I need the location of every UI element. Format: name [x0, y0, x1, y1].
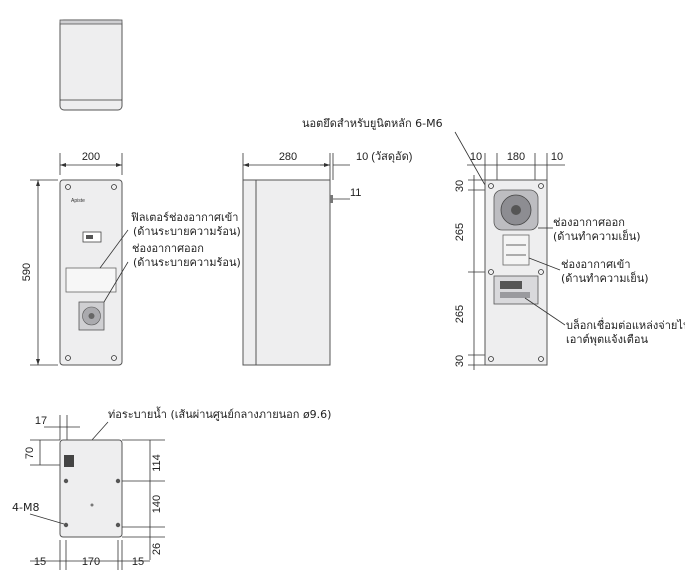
front-outlet-label-2: (ด้านระบายความร้อน): [133, 256, 241, 269]
back-inlet-label-1: ช่องอากาศเข้า: [561, 258, 631, 271]
mount-nut: [488, 183, 494, 189]
bottom-drain-label: ท่อระบายน้ำ (เส้นผ่านศูนย์กลางภายนอก ø9.…: [108, 406, 331, 421]
leader-line: [528, 257, 561, 271]
side-protrusion: [330, 195, 333, 203]
side-depth-dim: 280: [279, 151, 297, 163]
back-nut-label: นอตยึดสำหรับยูนิตหลัก 6-M6: [302, 117, 443, 130]
leader-line: [99, 229, 129, 269]
side-view: 280 10 (วัสดุอัด) 11: [242, 151, 412, 366]
back-cooling-inlet: [502, 234, 530, 266]
front-filter-label-1: ฟิลเตอร์ช่องอากาศเข้า: [131, 211, 239, 224]
front-width-dim: 200: [82, 151, 100, 163]
back-top-dim-left: 10: [470, 151, 482, 163]
back-left-dim-3: 265: [454, 305, 466, 323]
bottom-view: ท่อระบายน้ำ (เส้นผ่านศูนย์กลางภายนอก ø9.…: [12, 406, 331, 570]
bottom-dim-left: 15: [34, 556, 46, 568]
bottom-hole-label: 4-M8: [12, 501, 39, 514]
bottom-top-dim: 17: [35, 415, 47, 427]
back-left-dim-2: 265: [454, 223, 466, 241]
m8-hole: [115, 522, 121, 528]
terminal-strip: [500, 281, 522, 289]
front-outlet-label-1: ช่องอากาศออก: [132, 242, 204, 255]
front-display-screen: [86, 235, 93, 239]
back-inlet-label-2: (ด้านทำความเย็น): [561, 271, 649, 285]
back-connector-label-1: บล็อกเชื่อมต่อแหล่งจ่ายไฟ/: [566, 317, 685, 332]
bottom-right-dim-2: 140: [151, 495, 163, 513]
front-height-dim: 590: [21, 263, 33, 281]
bottom-dim-right: 15: [132, 556, 144, 568]
leader-line: [29, 513, 65, 525]
side-small-dim: 11: [350, 187, 361, 199]
front-filter-panel: [65, 267, 117, 293]
mount-hole: [111, 355, 117, 361]
front-filter-label-2: (ด้านระบายความร้อน): [133, 225, 241, 238]
mount-nut: [538, 269, 544, 275]
mount-nut: [538, 183, 544, 189]
drain-pipe: [64, 455, 74, 467]
leader-line: [524, 297, 566, 326]
back-top-dim-center: 180: [507, 151, 525, 163]
mount-hole: [111, 184, 117, 190]
top-view-lid: [59, 19, 123, 25]
m8-hole: [63, 478, 69, 484]
side-protrusion-dim: 10 (วัสดุอัด): [356, 151, 412, 163]
bottom-left-dim: 70: [24, 447, 36, 459]
leader-line: [103, 261, 129, 303]
top-view-body: [59, 19, 123, 111]
top-view: [59, 19, 123, 111]
back-connector-label-2: เอาต์พุตแจ้งเตือน: [566, 333, 648, 346]
leader-line: [454, 131, 486, 186]
back-left-dim-4: 30: [454, 355, 466, 367]
back-top-dim-right: 10: [551, 151, 563, 163]
side-view-body: [242, 179, 331, 366]
back-left-dim-1: 30: [454, 180, 466, 192]
bottom-right-dim-1: 114: [151, 454, 163, 472]
brand-logo: Apiste: [71, 198, 85, 204]
bottom-right-dim-3: 26: [151, 543, 163, 555]
back-terminal-block: [493, 275, 539, 305]
m8-hole: [115, 478, 121, 484]
mount-nut: [488, 269, 494, 275]
back-view: นอตยึดสำหรับยูนิตหลัก 6-M6 10 180 10 30 …: [302, 117, 685, 370]
mount-nut: [488, 356, 494, 362]
m8-hole: [63, 522, 69, 528]
front-view: 200 590 Apiste ฟิลเตอร์ช่องอากาศเข้า (ด้…: [21, 151, 241, 366]
back-outlet-label-1: ช่องอากาศออก: [553, 216, 625, 229]
back-outlet-label-2: (ด้านทำความเย็น): [553, 229, 641, 243]
bottom-dim-center: 170: [82, 556, 100, 568]
mount-hole: [65, 184, 71, 190]
bottom-view-body: [59, 439, 123, 538]
mount-nut: [538, 356, 544, 362]
mount-hole: [65, 355, 71, 361]
